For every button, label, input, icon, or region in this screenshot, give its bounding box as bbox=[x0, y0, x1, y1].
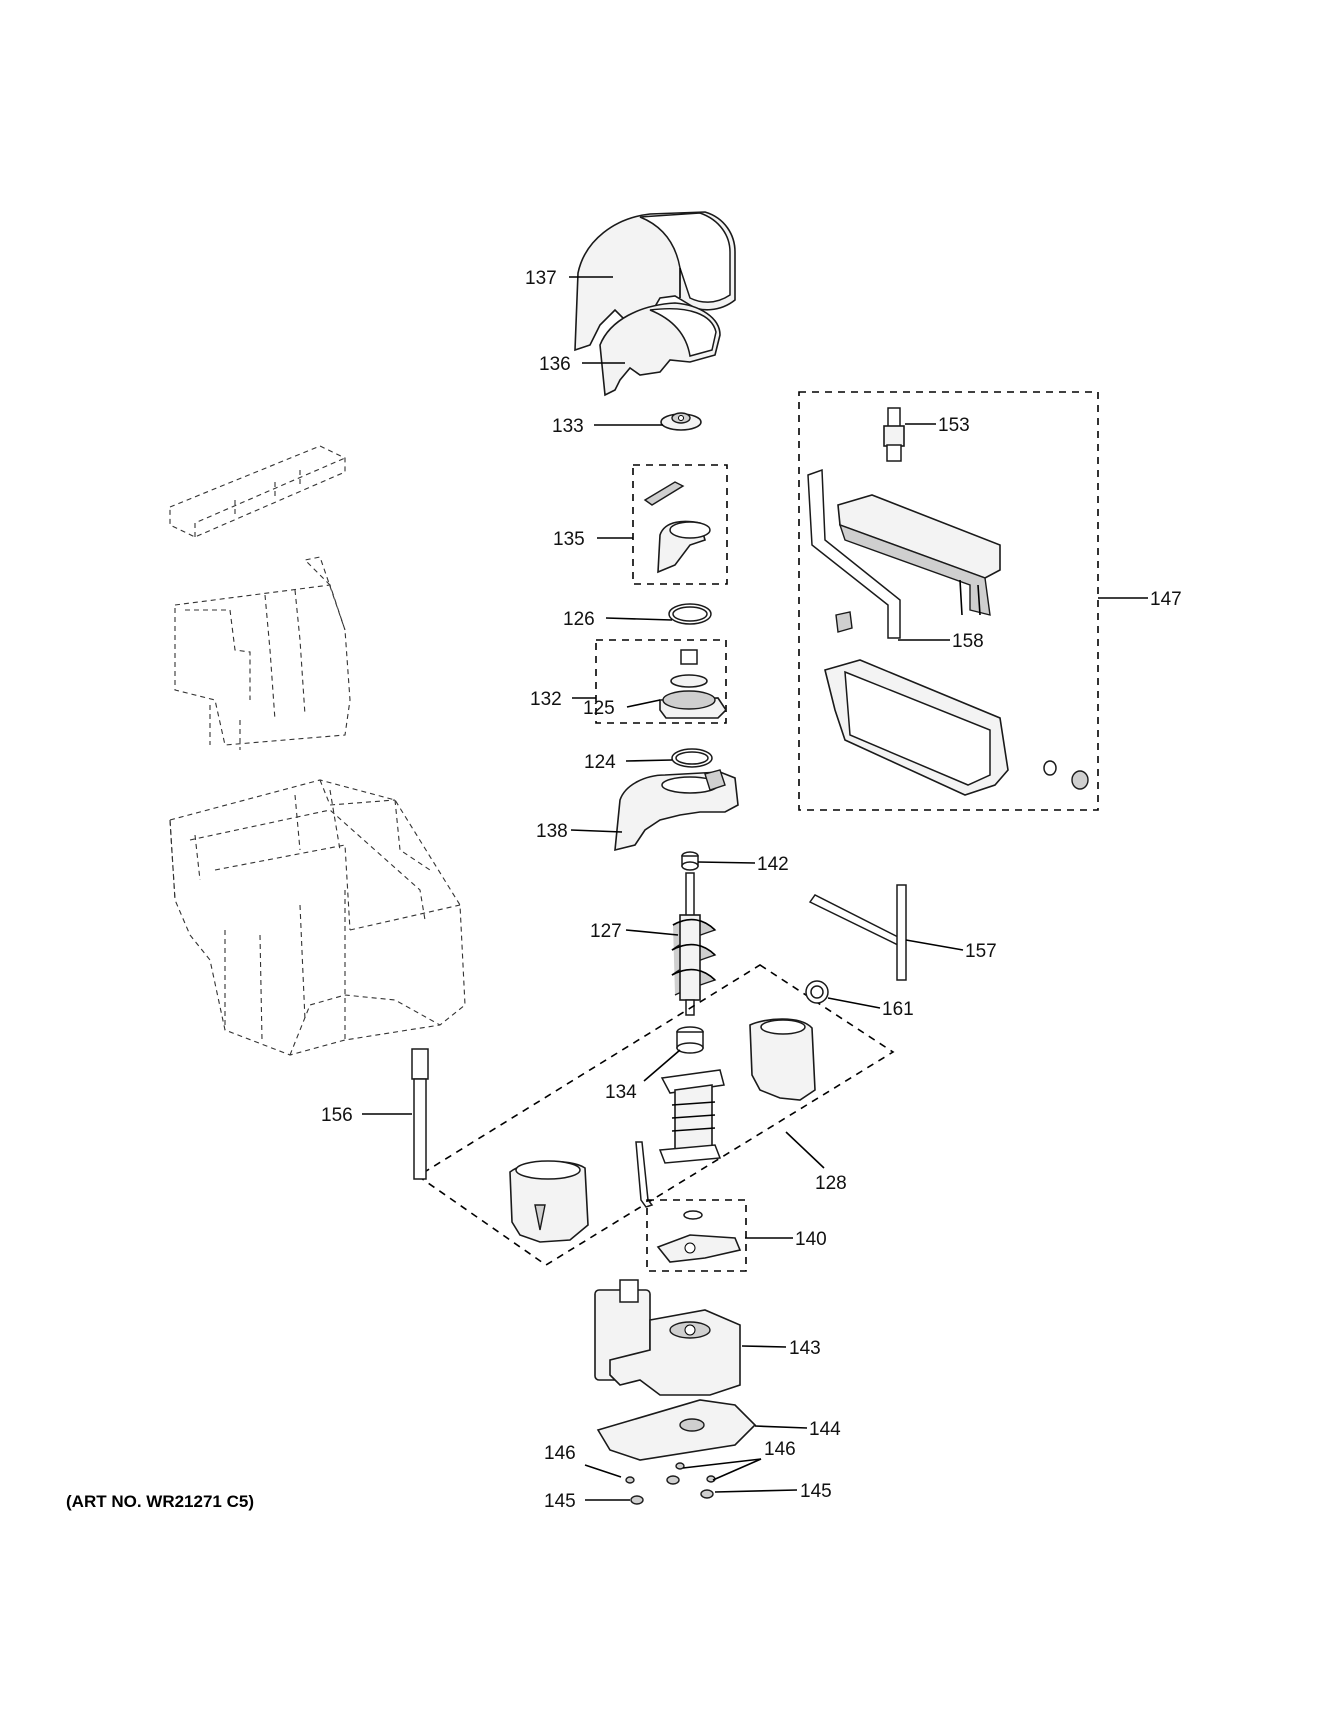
part-142-bushing bbox=[681, 851, 699, 871]
part-143-motor bbox=[594, 1279, 741, 1396]
part-156-tube bbox=[411, 1048, 429, 1180]
part-136-cover-inner bbox=[599, 302, 721, 397]
label-147: 147 bbox=[1150, 589, 1182, 610]
group-135 bbox=[632, 464, 728, 585]
leader-lines bbox=[362, 276, 1148, 1501]
part-145-146-feet bbox=[625, 1462, 716, 1505]
part-161-grommet bbox=[805, 980, 829, 1004]
label-145-left: 145 bbox=[544, 1491, 576, 1512]
art-number: (ART NO. WR21271 C5) bbox=[66, 1492, 254, 1511]
label-146-left: 146 bbox=[544, 1443, 576, 1464]
label-133: 133 bbox=[552, 416, 584, 437]
label-140: 140 bbox=[795, 1229, 827, 1250]
part-157-pipe bbox=[808, 884, 907, 981]
label-128: 128 bbox=[815, 1173, 847, 1194]
label-125: 125 bbox=[583, 698, 615, 719]
label-144: 144 bbox=[809, 1419, 841, 1440]
ice-bucket-phantom bbox=[169, 445, 466, 1056]
label-137: 137 bbox=[525, 268, 557, 289]
part-137-cover bbox=[574, 211, 736, 352]
label-145-right: 145 bbox=[800, 1481, 832, 1502]
group-128 bbox=[416, 964, 895, 1266]
label-153: 153 bbox=[938, 415, 970, 436]
label-132: 132 bbox=[530, 689, 562, 710]
part-133-retainer bbox=[660, 412, 702, 431]
label-157: 157 bbox=[965, 941, 997, 962]
label-124: 124 bbox=[584, 752, 616, 773]
group-132 bbox=[595, 639, 728, 724]
group-147 bbox=[798, 391, 1099, 811]
label-142: 142 bbox=[757, 854, 789, 875]
part-144-plate bbox=[596, 1399, 757, 1461]
label-158: 158 bbox=[952, 631, 984, 652]
part-126-ring bbox=[668, 603, 712, 625]
label-134: 134 bbox=[605, 1082, 637, 1103]
label-146-right: 146 bbox=[764, 1439, 796, 1460]
label-135: 135 bbox=[553, 529, 585, 550]
label-136: 136 bbox=[539, 354, 571, 375]
part-124-ring bbox=[671, 748, 713, 768]
label-156: 156 bbox=[321, 1105, 353, 1126]
part-138-housing bbox=[614, 769, 739, 852]
label-143: 143 bbox=[789, 1338, 821, 1359]
part-127-auger bbox=[671, 872, 717, 1016]
label-127: 127 bbox=[590, 921, 622, 942]
label-161: 161 bbox=[882, 999, 914, 1020]
group-140 bbox=[646, 1199, 747, 1272]
callout-labels: 137 136 133 135 126 132 125 124 138 142 … bbox=[66, 268, 1182, 1512]
label-138: 138 bbox=[536, 821, 568, 842]
label-126: 126 bbox=[563, 609, 595, 630]
